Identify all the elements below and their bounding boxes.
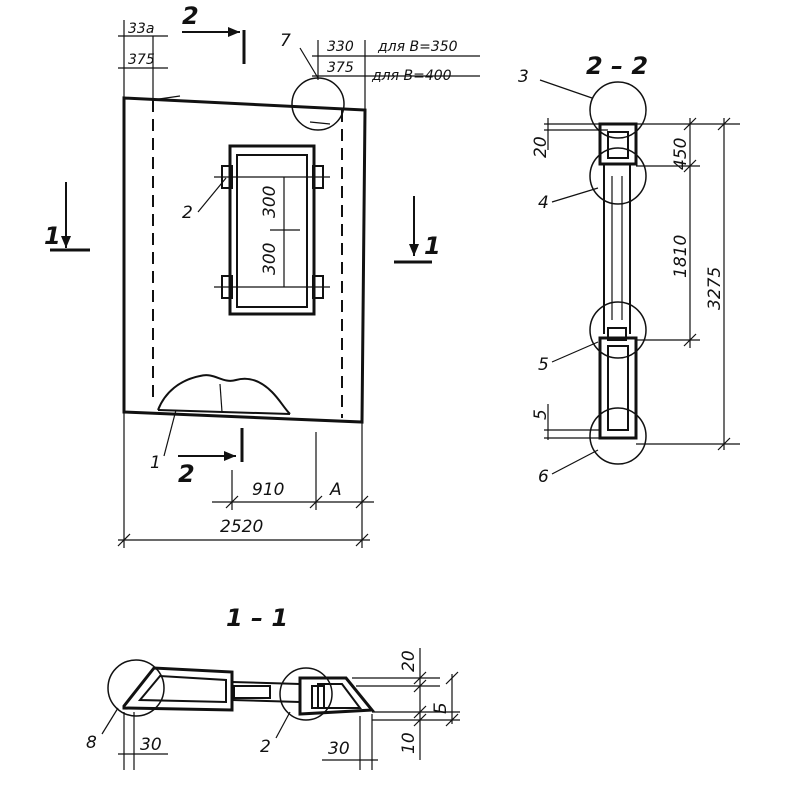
s11-tick-5 <box>445 671 459 685</box>
detail-circle-6 <box>589 407 647 465</box>
s11-tick-2 <box>413 679 427 693</box>
plan-top-mark <box>151 95 181 101</box>
s22-tick-4 <box>717 117 731 131</box>
section-2-2-title: 2 – 2 <box>586 52 648 80</box>
dim-2520-tick-l <box>117 533 131 547</box>
s11-web-bottom <box>231 699 301 703</box>
s22-tick-2 <box>683 159 697 173</box>
s11-dim-b: Б <box>431 702 451 714</box>
detail-circle-5 <box>589 301 647 359</box>
plan-dim-300-b: 300 <box>260 243 280 275</box>
callout-2-plan: 2 <box>182 203 193 223</box>
s22-top-box-inner <box>607 131 629 159</box>
dim-2520: 2520 <box>220 517 263 537</box>
s11-dim-30-right: 30 <box>328 739 350 759</box>
callout-8-leader <box>101 707 119 735</box>
plan-break-divide <box>219 383 223 413</box>
s11-tick-3 <box>413 705 427 719</box>
section-1-1: 1 – 1 8 2 30 30 <box>86 604 460 770</box>
callout-8: 8 <box>86 733 97 753</box>
s11-right-flange-inner <box>317 683 362 709</box>
dim-910-tick-m <box>309 495 323 509</box>
section-1-1-title: 1 – 1 <box>226 604 288 632</box>
dim-910-tick-r <box>355 495 369 509</box>
cut-1-left-label: 1 <box>44 222 61 250</box>
detail-7-mark <box>309 121 331 125</box>
callout-6: 6 <box>538 467 549 487</box>
note-b350: для В=350 <box>377 39 458 55</box>
plan-break-base <box>157 409 291 415</box>
dim-330a: 33а <box>128 21 154 37</box>
s22-tick-3 <box>683 333 697 347</box>
callout-4-leader <box>551 187 599 203</box>
dim-a: А <box>329 480 342 500</box>
s11-right-lug <box>311 685 325 709</box>
s22-tick-5 <box>717 437 731 451</box>
s11-dim-30-left: 30 <box>140 735 162 755</box>
note-b400: для В=400 <box>371 68 452 84</box>
cut-1-right-arrow <box>409 244 419 256</box>
dim-910-tick-l <box>225 495 239 509</box>
cut-2-top-label: 2 <box>182 2 199 30</box>
s11-right-flange <box>298 676 376 716</box>
detail-circle-3 <box>589 81 647 139</box>
s11-left-flange <box>122 666 234 712</box>
plan-dim-300-a: 300 <box>260 186 280 218</box>
s22-dim-20: 20 <box>531 136 551 158</box>
callout-7-leader <box>299 47 319 79</box>
cut-1-right-label: 1 <box>424 232 441 260</box>
callout-2-plan-leader <box>197 177 227 213</box>
cut-2-top-arrow <box>228 27 240 37</box>
dim-375-right: 375 <box>327 60 354 76</box>
s22-bottom-box-inner <box>607 345 629 431</box>
cut-2-bottom-label: 2 <box>178 460 195 488</box>
plan-break-area <box>157 374 291 415</box>
s11-dim-20: 20 <box>399 650 419 672</box>
detail-circle-4 <box>589 147 647 205</box>
callout-5: 5 <box>538 355 549 375</box>
dim-330-right: 330 <box>327 39 354 55</box>
s11-tick-6 <box>445 713 459 727</box>
dim-375-left: 375 <box>128 52 155 68</box>
callout-2-s11-leader <box>275 711 291 739</box>
s22-dim-5: 5 <box>531 409 551 420</box>
callout-1-plan-leader <box>163 409 177 457</box>
callout-4: 4 <box>538 193 549 213</box>
plan-opening-outer <box>228 144 316 316</box>
s22-bottom-lug <box>607 327 627 341</box>
callout-5-leader <box>551 341 599 363</box>
s22-dim-1810: 1810 <box>671 235 691 278</box>
s22-bottom-box <box>598 336 638 440</box>
s22-dim-450: 450 <box>671 138 691 170</box>
callout-1-plan: 1 <box>150 453 161 473</box>
cut-1-left-arrow <box>61 236 71 248</box>
callout-6-leader <box>551 449 599 475</box>
s22-top-box <box>598 122 638 166</box>
s11-tick-4 <box>413 713 427 727</box>
dim-910: 910 <box>252 480 284 500</box>
s11-tick-1 <box>413 671 427 685</box>
s22-dim-3275: 3275 <box>705 267 725 310</box>
callout-3-leader <box>539 79 593 99</box>
callout-7: 7 <box>280 31 291 51</box>
detail-circle-2-s11 <box>279 667 333 721</box>
dim-2520-tick-r <box>355 533 369 547</box>
s11-web-lug <box>233 685 271 699</box>
s22-tick-1 <box>683 117 697 131</box>
plan-view: 300 300 7 33а 375 330 375 для В=350 для … <box>44 2 480 548</box>
callout-2-s11: 2 <box>260 737 271 757</box>
plan-opening-inner <box>236 154 308 308</box>
detail-circle-8 <box>107 659 165 717</box>
s11-left-flange-inner <box>137 674 227 704</box>
callout-3: 3 <box>518 67 529 87</box>
s11-web-top <box>231 681 301 685</box>
cut-2-bottom-arrow <box>224 451 236 461</box>
section-2-2: 2 – 2 3 4 5 6 20 5 <box>518 52 740 487</box>
s11-dim-10: 10 <box>399 732 419 754</box>
